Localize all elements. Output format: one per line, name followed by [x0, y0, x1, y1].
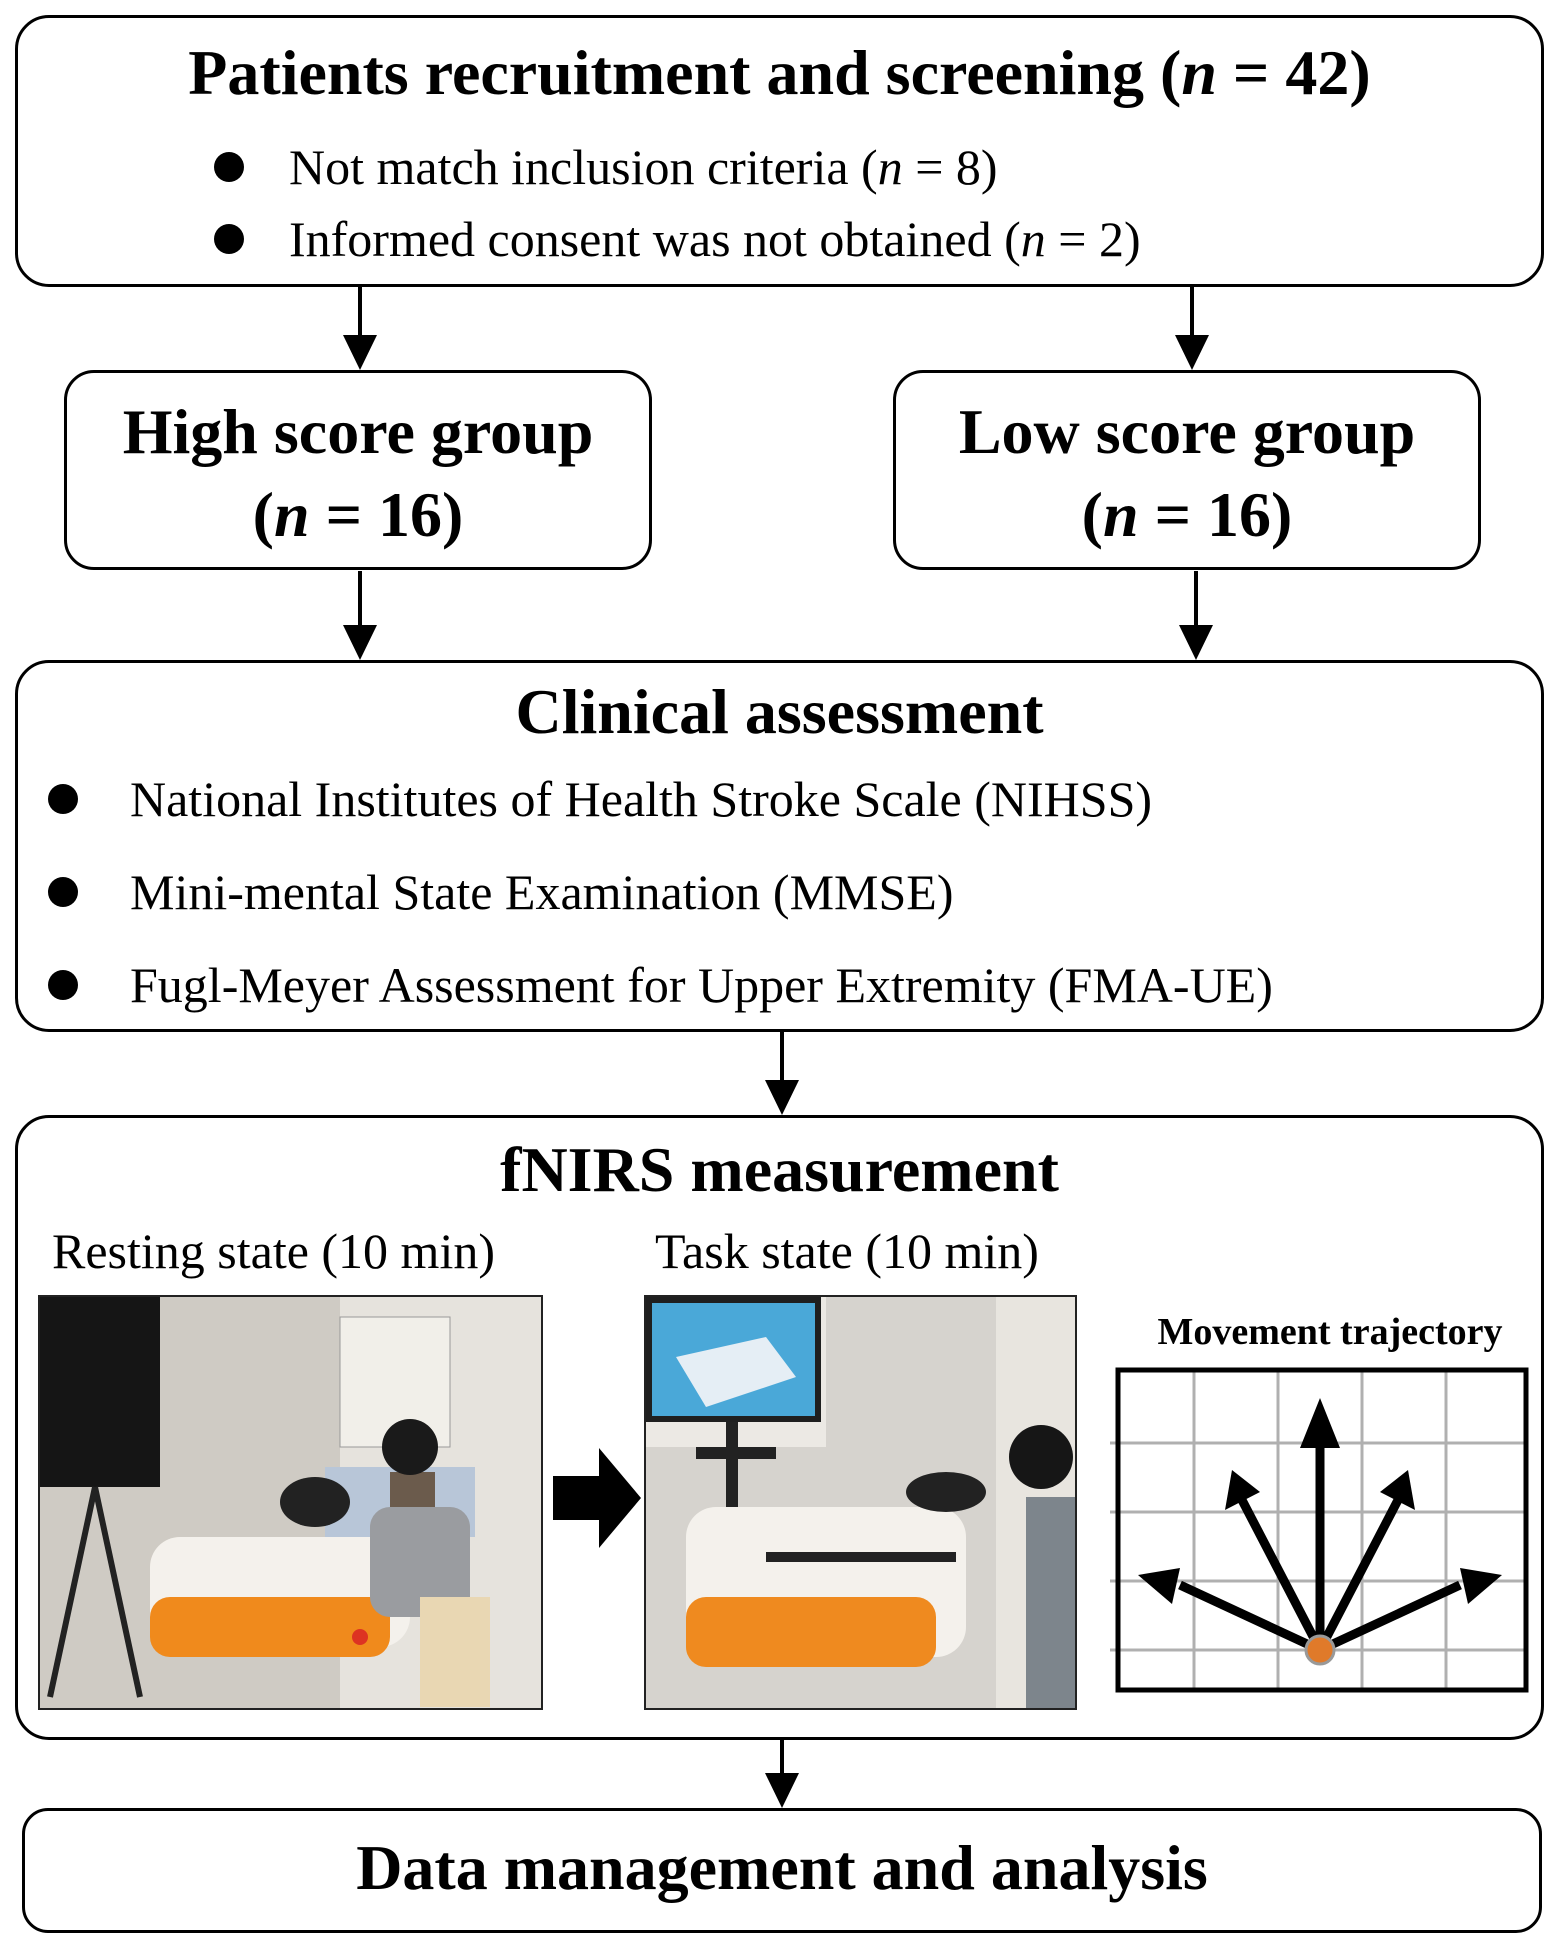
task-state-label: Task state (10 min) — [655, 1223, 1039, 1279]
high-score-group-title: High score group — [122, 396, 594, 467]
recruitment-title: Patients recruitment and screening (n = … — [18, 36, 1541, 110]
bullet-icon — [214, 152, 244, 182]
n-symbol: n — [877, 139, 903, 195]
analysis-title: Data management and analysis — [356, 1832, 1208, 1903]
bullet-icon — [214, 224, 244, 254]
n-symbol: n — [1181, 37, 1217, 108]
assessment-item: National Institutes of Health Stroke Sca… — [48, 770, 1152, 828]
n-symbol: n — [1102, 479, 1139, 550]
assessment-text: Mini-mental State Examination (MMSE) — [130, 864, 954, 920]
exclusion-text: Not match inclusion criteria (n = 8) — [289, 138, 998, 196]
recruitment-title-value: = 42) — [1216, 37, 1371, 108]
assessment-item: Mini-mental State Examination (MMSE) — [48, 863, 954, 921]
exclusion-item: Not match inclusion criteria (n = 8) — [214, 138, 998, 196]
low-score-group-n: (n = 16) — [896, 478, 1478, 552]
n-symbol: n — [273, 479, 310, 550]
paren: ( — [252, 479, 274, 550]
low-score-group-title: Low score group — [958, 396, 1416, 467]
low-score-group-box: Low score group (n = 16) — [893, 370, 1481, 570]
paren: ( — [1081, 479, 1103, 550]
assessment-text: Fugl-Meyer Assessment for Upper Extremit… — [130, 957, 1273, 1013]
trajectory-arrows — [1138, 1398, 1502, 1655]
exclusion-label: Informed consent was not obtained ( — [289, 211, 1021, 267]
movement-trajectory-diagram — [1110, 1367, 1529, 1693]
recruitment-title-text: Patients recruitment and screening ( — [188, 37, 1182, 108]
trajectory-frame — [1115, 1367, 1529, 1693]
clinical-assessment-title: Clinical assessment — [515, 676, 1044, 747]
analysis-box: Data management and analysis — [22, 1808, 1542, 1933]
clinical-assessment-box: Clinical assessment National Institutes … — [15, 660, 1544, 1032]
bullet-icon — [48, 877, 78, 907]
task-state-photo — [644, 1295, 1077, 1710]
recruitment-box: Patients recruitment and screening (n = … — [15, 15, 1544, 287]
exclusion-label: Not match inclusion criteria ( — [289, 139, 878, 195]
high-score-group-n: (n = 16) — [67, 478, 649, 552]
bullet-icon — [48, 970, 78, 1000]
transition-arrow-icon — [553, 1448, 641, 1548]
resting-state-label: Resting state (10 min) — [52, 1223, 495, 1279]
group-n-value: = 16) — [1138, 479, 1293, 550]
exclusion-text: Informed consent was not obtained (n = 2… — [289, 210, 1141, 268]
resting-state-photo — [38, 1295, 543, 1710]
fnirs-title: fNIRS measurement — [500, 1134, 1059, 1205]
n-symbol: n — [1020, 211, 1046, 267]
exclusion-item: Informed consent was not obtained (n = 2… — [214, 210, 1141, 268]
exclusion-value: = 8) — [902, 139, 998, 195]
trajectory-origin-dot — [1304, 1634, 1336, 1666]
exclusion-value: = 2) — [1045, 211, 1141, 267]
movement-trajectory-title: Movement trajectory — [1157, 1311, 1503, 1353]
assessment-item: Fugl-Meyer Assessment for Upper Extremit… — [48, 956, 1273, 1014]
assessment-text: National Institutes of Health Stroke Sca… — [130, 771, 1153, 827]
high-score-group-box: High score group (n = 16) — [64, 370, 652, 570]
group-n-value: = 16) — [309, 479, 464, 550]
bullet-icon — [48, 784, 78, 814]
